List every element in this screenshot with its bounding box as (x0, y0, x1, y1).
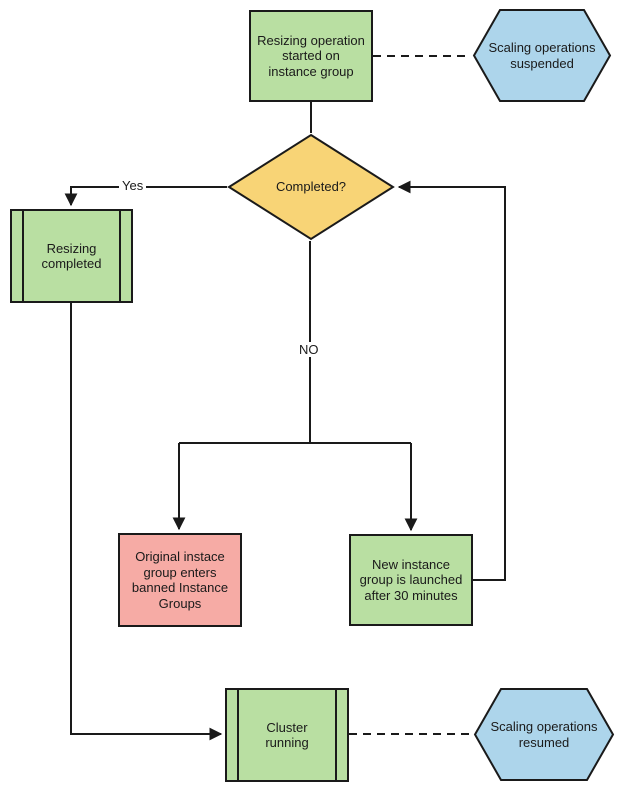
node-scaling-suspended-hexagon: Scaling operations suspended (472, 8, 612, 103)
node-completed-decision: Completed? (227, 133, 395, 241)
node-banned-instance-group-label: Original instace group enters banned Ins… (131, 549, 229, 611)
node-scaling-resumed-label: Scaling operations resumed (490, 719, 598, 750)
diamond-shape (227, 133, 395, 241)
node-resizing-completed: Resizing completed (10, 209, 133, 303)
node-resizing-started: Resizing operation started on instance g… (249, 10, 373, 102)
edge-decision-yes-to-resizing-completed (64, 186, 227, 207)
node-new-instance-group-label: New instance group is launched after 30 … (359, 556, 463, 603)
edge-label-yes: Yes (119, 178, 147, 193)
edge-label-no: NO (296, 342, 322, 357)
node-resizing-completed-label: Resizing completed (41, 240, 102, 272)
node-cluster-running-label: Cluster running (265, 719, 309, 751)
edge-resizing-completed-to-cluster (70, 303, 223, 741)
node-scaling-suspended-label: Scaling operations suspended (488, 40, 596, 71)
node-new-instance-group: New instance group is launched after 30 … (349, 534, 473, 626)
hexagon-shape (473, 688, 615, 781)
hexagon-shape (472, 9, 612, 102)
node-scaling-resumed-hexagon: Scaling operations resumed (473, 687, 615, 782)
node-completed-label: Completed? (275, 179, 347, 195)
edge-new-group-loop-to-decision (397, 180, 506, 581)
node-cluster-running: Cluster running (225, 688, 349, 782)
node-banned-instance-group: Original instace group enters banned Ins… (118, 533, 242, 627)
node-resizing-started-label: Resizing operation started on instance g… (257, 32, 365, 79)
